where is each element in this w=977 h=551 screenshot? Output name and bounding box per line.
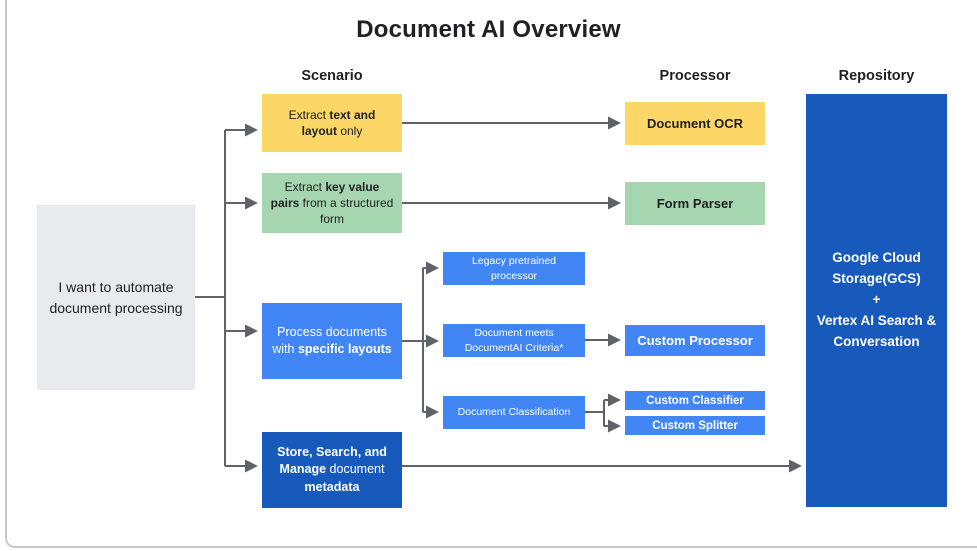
repository-label: Google Cloud Storage(GCS) + Vertex AI Se… xyxy=(812,248,941,353)
scenario-layouts-label: Process documents with specific layouts xyxy=(272,324,392,357)
scenario-layouts-box: Process documents with specific layouts xyxy=(262,303,402,379)
scenario-store-box: Store, Search, and Manage document metad… xyxy=(262,432,402,508)
processor-custom-classifier-label: Custom Classifier xyxy=(646,394,744,407)
repository-line1: Google Cloud Storage(GCS) xyxy=(832,250,921,287)
repository-plus: + xyxy=(872,292,881,308)
processor-form-parser-box: Form Parser xyxy=(625,182,765,225)
column-header-repository: Repository xyxy=(838,68,915,84)
scenario-extract-text-box: Extract text and layout only xyxy=(262,94,402,152)
column-header-processor: Processor xyxy=(659,68,731,84)
processor-form-parser-label: Form Parser xyxy=(656,196,734,211)
repository-box: Google Cloud Storage(GCS) + Vertex AI Se… xyxy=(806,94,947,507)
scenario-store-label: Store, Search, and Manage document metad… xyxy=(277,444,387,494)
branch-legacy-label: Legacy pretrained processor xyxy=(471,255,557,282)
scenario-extract-text-label: Extract text and layout only xyxy=(288,107,376,138)
branch-doc-class-box: Document Classification xyxy=(443,396,585,429)
diagram-title: Document AI Overview xyxy=(356,16,621,43)
processor-ocr-box: Document OCR xyxy=(625,102,765,145)
processor-custom-splitter-box: Custom Splitter xyxy=(625,416,765,435)
processor-ocr-label: Document OCR xyxy=(646,116,744,131)
branch-doc-meets-box: Document meets DocumentAI Criteria* xyxy=(443,324,585,357)
branch-doc-class-label: Document Classification xyxy=(457,406,571,419)
branch-doc-meets-label: Document meets DocumentAI Criteria* xyxy=(464,327,564,354)
root-box: I want to automate document processing xyxy=(37,205,195,390)
scenario-extract-kv-box: Extract key value pairs from a structure… xyxy=(262,173,402,233)
branch-legacy-box: Legacy pretrained processor xyxy=(443,252,585,285)
processor-custom-classifier-box: Custom Classifier xyxy=(625,391,765,410)
processor-custom-splitter-label: Custom Splitter xyxy=(652,419,738,432)
processor-custom-processor-label: Custom Processor xyxy=(637,333,753,348)
repository-line2: Vertex AI Search & Conversation xyxy=(816,312,937,349)
column-header-scenario: Scenario xyxy=(301,68,363,84)
processor-custom-processor-box: Custom Processor xyxy=(625,325,765,356)
scenario-extract-kv-label: Extract key value pairs from a structure… xyxy=(270,179,394,227)
root-label: I want to automate document processing xyxy=(49,278,183,316)
